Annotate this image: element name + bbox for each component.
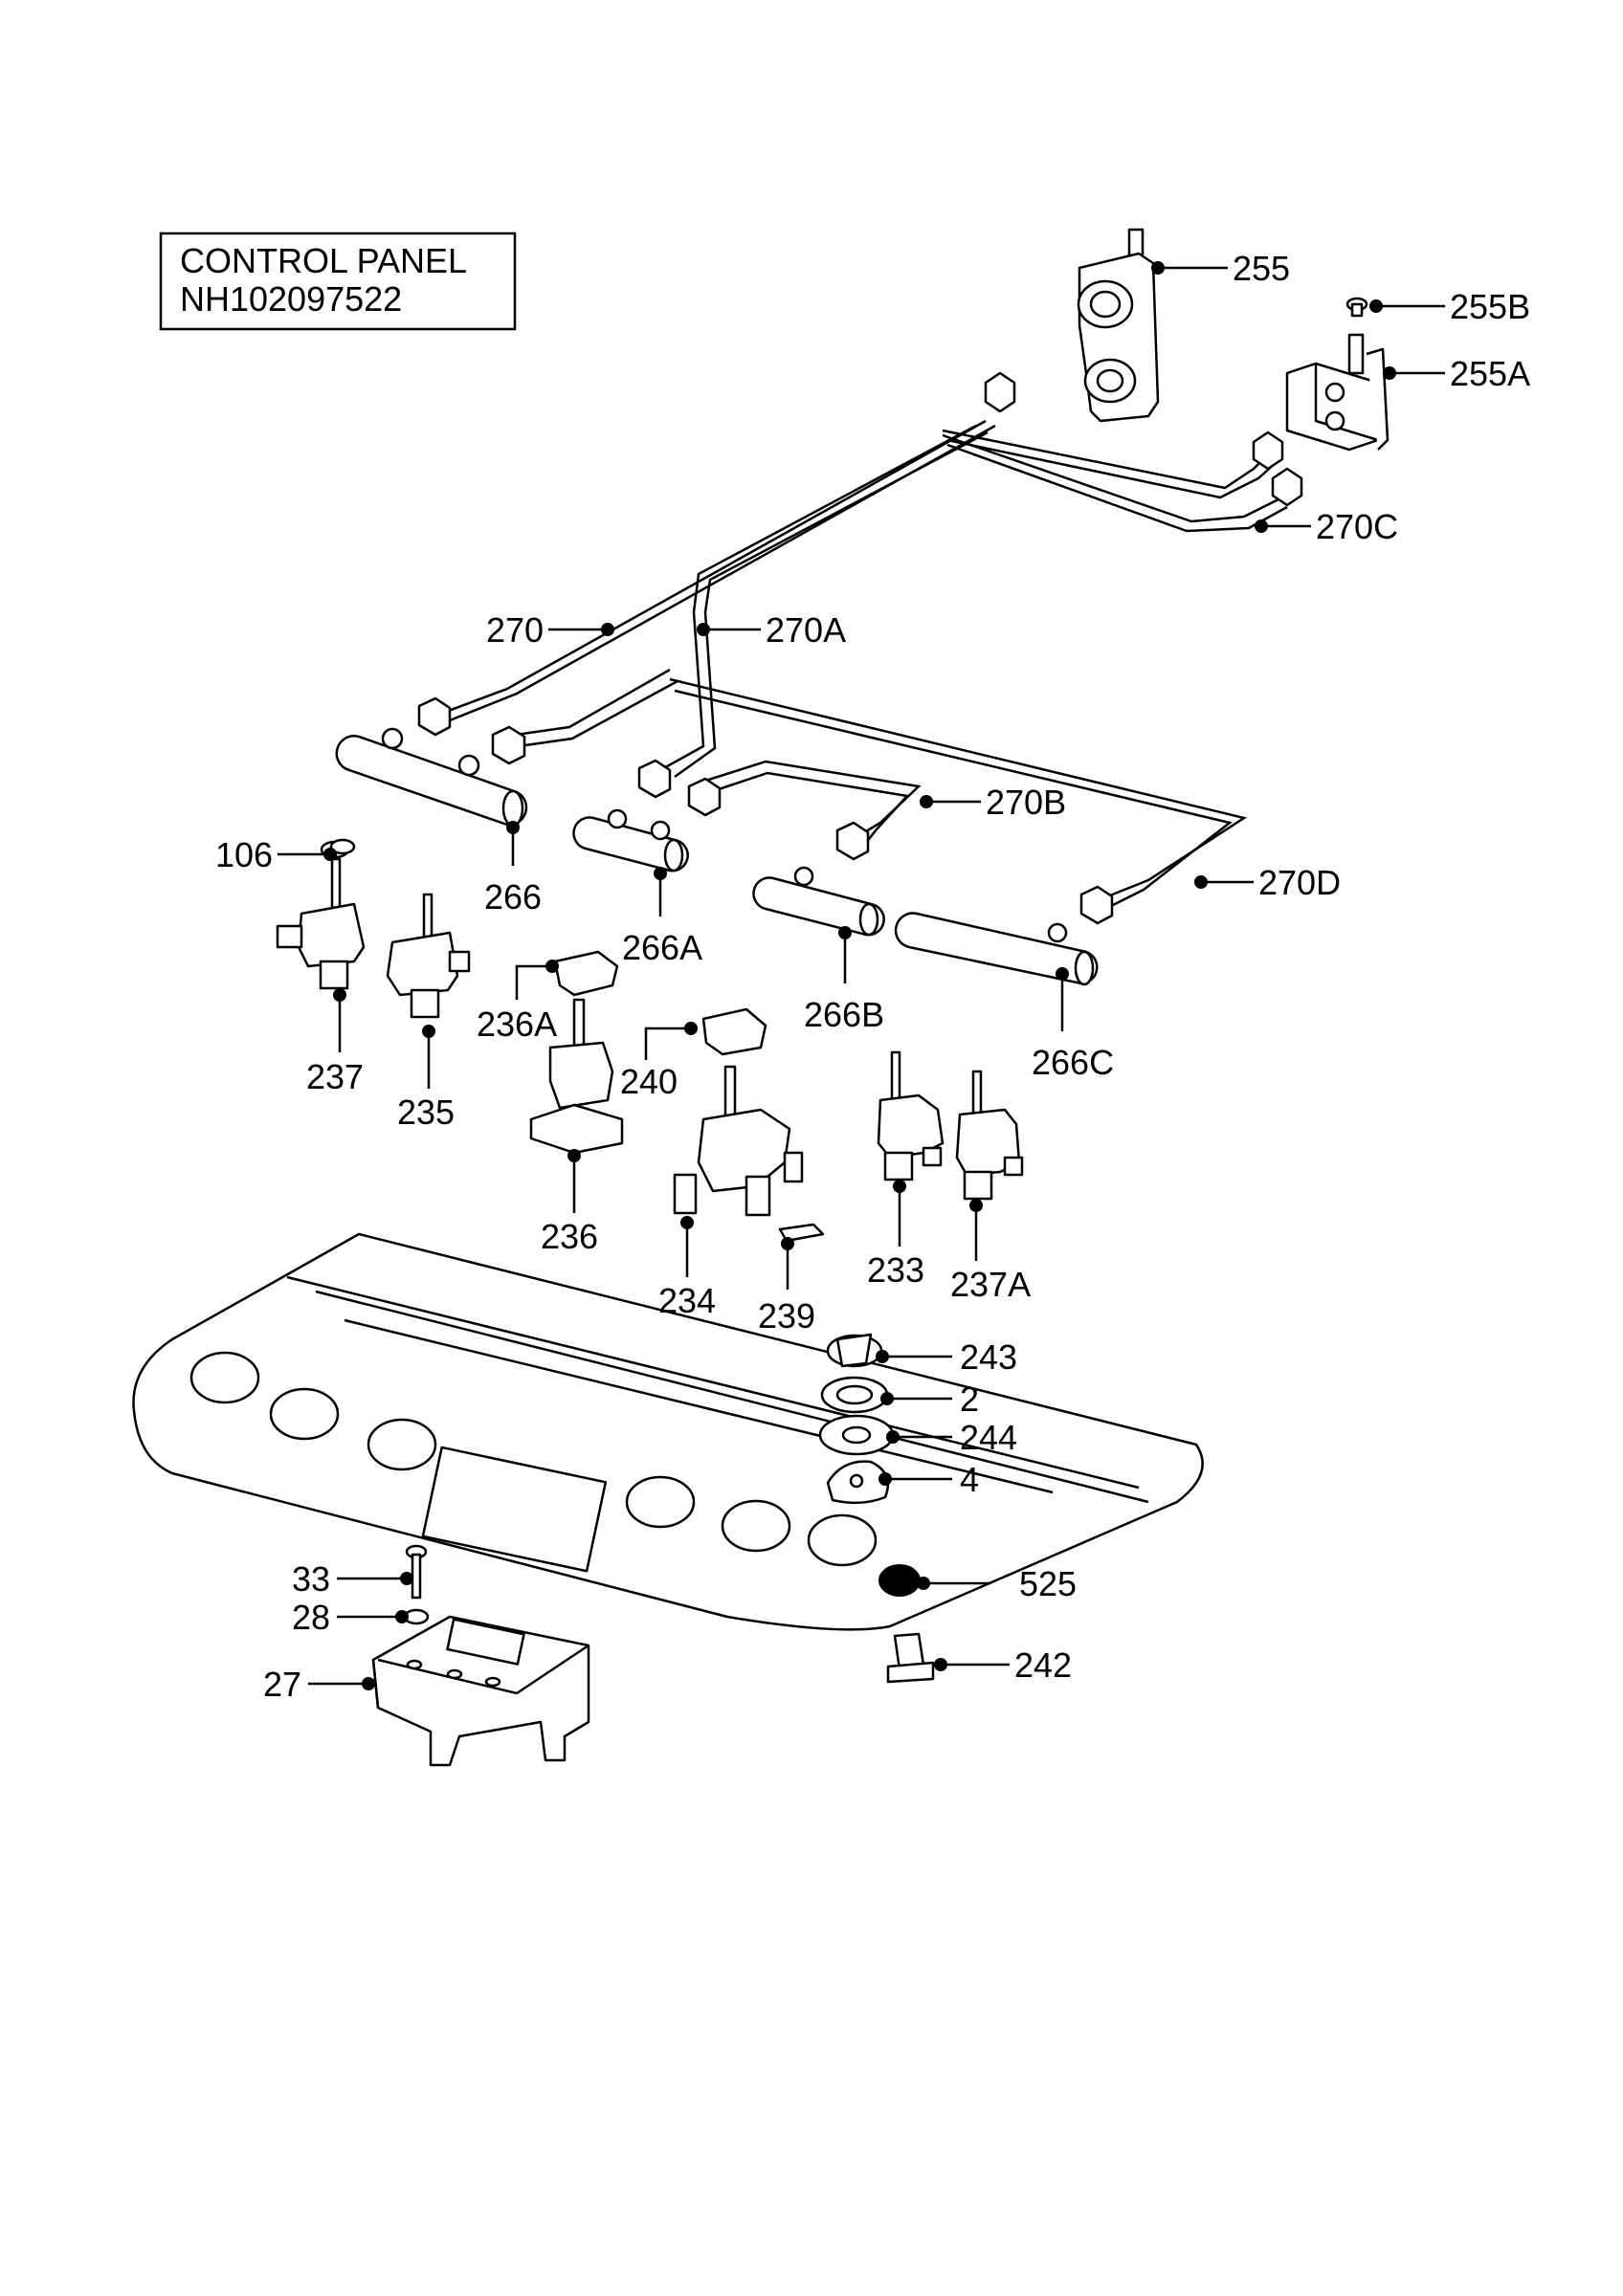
- regulator-255: [1077, 228, 1160, 423]
- tube-266: [335, 727, 528, 828]
- cap-255b: [1345, 297, 1368, 318]
- callout-239: 239: [758, 1296, 815, 1336]
- callout-266: 266: [484, 877, 542, 916]
- callout-266b: 266B: [804, 995, 884, 1034]
- cover-240: [701, 1007, 767, 1056]
- cover-236a: [553, 950, 619, 997]
- knob-243: [826, 1333, 883, 1368]
- callout-2: 2: [960, 1380, 979, 1419]
- callout-255b: 255B: [1450, 287, 1530, 326]
- callout-33: 33: [292, 1559, 330, 1599]
- clip-239: [778, 1223, 825, 1243]
- callout-243: 243: [960, 1337, 1017, 1377]
- callout-235: 235: [397, 1093, 455, 1132]
- valve-234: [673, 1065, 804, 1217]
- callout-233: 233: [867, 1250, 924, 1290]
- callout-270b: 270B: [986, 783, 1066, 822]
- switch-242: [886, 1632, 935, 1684]
- valve-237a: [955, 1070, 1024, 1201]
- callout-28: 28: [292, 1598, 330, 1637]
- pipe-nuts: [417, 371, 1303, 925]
- callout-labels: 255 255B 255A 270C 270 270A 270B 270D 10…: [215, 249, 1530, 1704]
- callout-27: 27: [263, 1665, 301, 1704]
- callout-234: 234: [658, 1281, 716, 1320]
- callout-240: 240: [620, 1062, 678, 1101]
- title-line-1: CONTROL PANEL: [180, 241, 467, 280]
- indicator-525: [878, 1564, 921, 1597]
- bezel-244: [818, 1414, 895, 1456]
- callout-266c: 266C: [1032, 1043, 1114, 1082]
- callout-244: 244: [960, 1418, 1017, 1457]
- callout-237a: 237A: [950, 1265, 1031, 1304]
- valve-block-255a: [1285, 333, 1390, 452]
- callout-255: 255: [1233, 249, 1290, 288]
- callout-266a: 266A: [622, 928, 702, 967]
- valve-235: [386, 893, 471, 1019]
- callout-525: 525: [1019, 1564, 1077, 1603]
- tube-266a: [572, 808, 689, 872]
- callout-4: 4: [960, 1460, 979, 1499]
- callout-242: 242: [1014, 1645, 1072, 1685]
- callout-270a: 270A: [766, 610, 846, 650]
- gas-pipes: [430, 419, 1288, 911]
- callout-236: 236: [541, 1217, 598, 1256]
- timer-27: [371, 1615, 590, 1767]
- callout-237: 237: [306, 1057, 364, 1096]
- leader-lines: [278, 261, 1445, 1690]
- title-line-2: NH102097522: [180, 279, 402, 319]
- title-box: CONTROL PANEL NH102097522: [159, 232, 517, 331]
- valve-237: [276, 840, 366, 990]
- tube-266b: [752, 866, 885, 937]
- knob-cap-106: [329, 838, 356, 855]
- callout-270c: 270C: [1316, 507, 1398, 546]
- tube-266c: [894, 912, 1099, 986]
- thermostat-236: [529, 998, 624, 1155]
- valve-233: [877, 1050, 945, 1181]
- pin-33: [405, 1544, 428, 1600]
- callout-270d: 270D: [1258, 863, 1341, 902]
- callout-255a: 255A: [1450, 354, 1530, 393]
- callout-270: 270: [486, 610, 544, 650]
- callout-236a: 236A: [477, 1004, 557, 1044]
- callout-106: 106: [215, 835, 273, 874]
- ring-2: [820, 1376, 889, 1414]
- control-panel-fascia: [132, 1232, 1204, 1631]
